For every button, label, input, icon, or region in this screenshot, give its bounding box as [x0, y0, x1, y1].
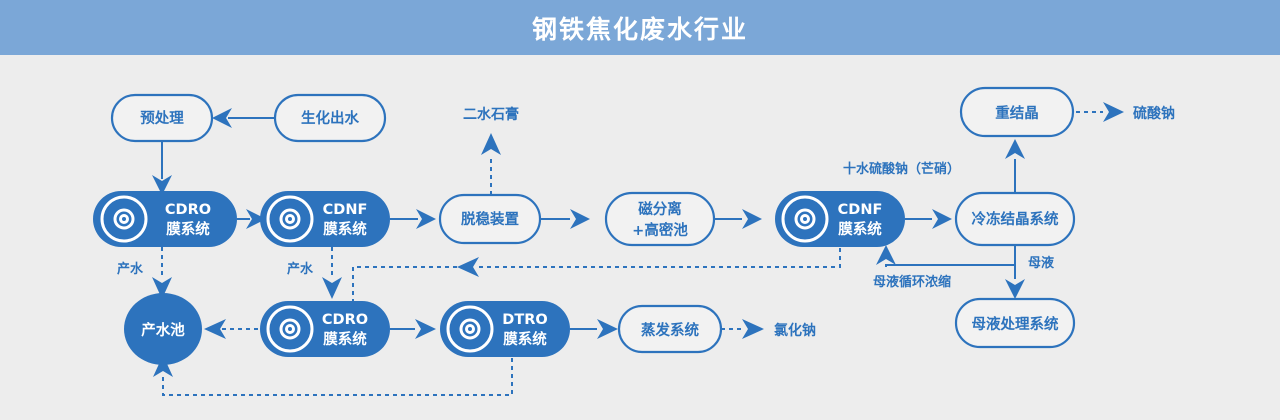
node-bio-out[interactable]: 生化出水: [273, 93, 387, 143]
edge-magsep-to-cdnf2: [714, 209, 762, 229]
edge-destab-to-gypsum: [481, 133, 501, 195]
node-cdro2-label-en: CDRO: [322, 312, 368, 328]
node-recryst[interactable]: 重结晶: [959, 86, 1075, 138]
node-motherliq[interactable]: 母液处理系统: [954, 297, 1076, 349]
node-cdnf1-label-cn: 膜系统: [323, 220, 367, 238]
node-pretreat-label: 预处理: [140, 109, 184, 127]
edge-dtro-to-evap: [570, 319, 618, 339]
edge-motherliq-recirculation-to-cdnf2: [876, 245, 1015, 267]
node-freeze[interactable]: 冷冻结晶系统: [954, 191, 1076, 247]
edge-cdnf1-to-cdro2: [322, 247, 342, 299]
node-dtro-label-cn: 膜系统: [503, 330, 547, 348]
node-motherliq-label: 母液处理系统: [972, 315, 1059, 333]
edge-evap-to-nacl: [721, 319, 764, 339]
node-cdro1-label-en: CDRO: [165, 202, 211, 218]
node-cdnf2-label-en: CDNF: [838, 202, 883, 218]
node-cdro1[interactable]: CDRO 膜系统: [93, 191, 237, 247]
node-destab[interactable]: 脱稳装置: [438, 193, 542, 245]
node-evap[interactable]: 蒸发系统: [617, 304, 723, 354]
node-prodpool[interactable]: 产水池: [124, 293, 202, 365]
terminal-nacl-label: 氯化钠: [774, 322, 816, 339]
edge-pretreat-to-cdro1: [152, 141, 172, 195]
node-magsep-label-line1: 磁分离: [638, 200, 682, 218]
node-cdnf2[interactable]: CDNF 膜系统: [775, 191, 905, 247]
edge-cdro1-to-prodpool: [152, 247, 172, 299]
node-dtro-label-en: DTRO: [502, 312, 547, 328]
edge-cdnf2-to-freeze: [905, 209, 952, 229]
edge-cdnf2-to-cdro2-return: [352, 248, 841, 301]
edge-cdnf1-to-destab: [390, 209, 436, 229]
node-destab-label: 脱稳装置: [461, 210, 519, 228]
page-header: 钢铁焦化废水行业: [0, 0, 1280, 55]
node-magsep-label-line2: +高密池: [632, 221, 688, 239]
edge-cdro1-to-cdnf1: [237, 209, 266, 229]
node-cdro2[interactable]: CDRO 膜系统: [260, 301, 390, 357]
terminal-na2so4-label: 硫酸钠: [1133, 105, 1175, 122]
flowchart-canvas: 预处理 生化出水 CDRO 膜系统 CDNF 膜系统: [0, 55, 1280, 420]
terminal-gypsum-label: 二水石膏: [463, 106, 519, 123]
edge-recryst-to-na2so4: [1076, 102, 1124, 122]
edge-cdro2-to-prodpool: [204, 319, 258, 339]
node-pretreat[interactable]: 预处理: [110, 93, 214, 143]
edge-dtro-to-prodpool-return: [153, 355, 513, 396]
node-dtro[interactable]: DTRO 膜系统: [440, 301, 570, 357]
node-cdnf1[interactable]: CDNF 膜系统: [260, 191, 390, 247]
edge-label-glauber-salt: 十水硫酸钠（芒硝）: [843, 161, 960, 177]
node-cdro2-label-cn: 膜系统: [323, 330, 367, 348]
node-magsep[interactable]: 磁分离 +高密池: [604, 191, 716, 247]
node-cdnf1-label-en: CDNF: [323, 202, 368, 218]
edge-label-mother-liquor-recirculation: 母液循环浓缩: [873, 274, 951, 290]
node-prodpool-label: 产水池: [141, 321, 185, 339]
node-recryst-label: 重结晶: [995, 104, 1039, 122]
node-bio-out-label: 生化出水: [301, 109, 359, 127]
node-cdro1-label-cn: 膜系统: [166, 220, 210, 238]
edge-bio-out-to-pretreat: [212, 108, 275, 128]
edge-cdro2-to-dtro: [390, 319, 436, 339]
edge-label-prodwater-2: 产水: [287, 261, 314, 277]
edge-freeze-to-motherliq: [1005, 245, 1025, 299]
node-freeze-label: 冷冻结晶系统: [972, 210, 1059, 228]
edge-label-mother-liquor: 母液: [1028, 255, 1054, 271]
edge-destab-to-magsep: [540, 209, 590, 229]
node-cdnf2-label-cn: 膜系统: [838, 220, 882, 238]
edge-freeze-to-recryst: [1005, 139, 1025, 193]
page-title: 钢铁焦化废水行业: [531, 14, 748, 44]
node-evap-label: 蒸发系统: [641, 321, 699, 339]
edge-label-prodwater-1: 产水: [117, 261, 144, 277]
